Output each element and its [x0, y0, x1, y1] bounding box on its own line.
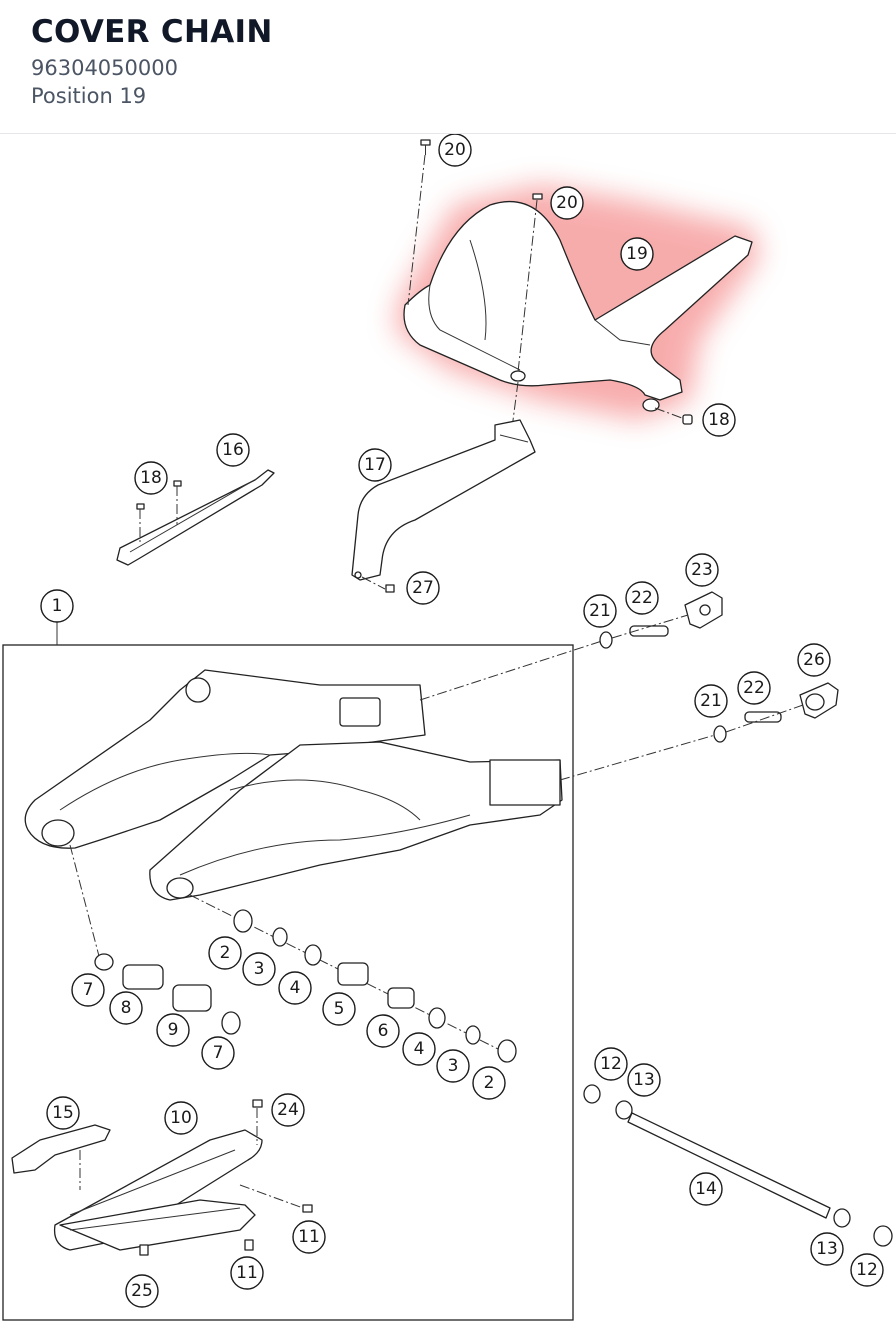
position-label: Position 19: [31, 84, 147, 108]
callout-20[interactable]: 20: [438, 134, 472, 167]
callout-label: 12: [600, 1054, 622, 1074]
part-number: 96304050000: [31, 56, 178, 80]
callout-label: 10: [170, 1108, 192, 1128]
callout-19[interactable]: 19: [620, 237, 654, 271]
callout-label: 6: [378, 1021, 389, 1041]
callout-label: 20: [556, 193, 578, 213]
callout-label: 13: [816, 1239, 838, 1259]
callout-4[interactable]: 4: [278, 971, 312, 1005]
callout-label: 24: [277, 1100, 299, 1120]
callout-26[interactable]: 26: [797, 643, 831, 677]
exploded-parts-diagram: 1223344567789101111121213131415161718181…: [2, 134, 893, 1321]
callout-4[interactable]: 4: [402, 1032, 436, 1066]
callout-25[interactable]: 25: [125, 1274, 159, 1308]
callout-2[interactable]: 2: [472, 1066, 506, 1100]
callout-label: 19: [626, 244, 648, 264]
callout-6[interactable]: 6: [366, 1014, 400, 1048]
callout-label: 4: [414, 1039, 425, 1059]
part-header: COVER CHAIN 96304050000 Position 19: [0, 0, 896, 134]
callout-24[interactable]: 24: [271, 1093, 305, 1127]
callout-22[interactable]: 22: [737, 671, 771, 705]
callout-18[interactable]: 18: [134, 461, 168, 495]
part-title: COVER CHAIN: [31, 14, 273, 50]
callout-label: 1: [52, 596, 63, 616]
callout-11[interactable]: 11: [230, 1256, 264, 1290]
callout-label: 4: [290, 978, 301, 998]
guard-rail-part: [116, 469, 275, 566]
bearing-parts: [94, 909, 517, 1063]
callout-label: 14: [695, 1179, 717, 1199]
screw-part: [420, 139, 543, 200]
callout-label: 18: [140, 468, 162, 488]
callout-16[interactable]: 16: [216, 433, 250, 467]
callout-label: 22: [631, 588, 653, 608]
bracket-part: [351, 419, 536, 581]
adjuster-parts: [599, 591, 839, 743]
chain-cover-part: [403, 200, 753, 412]
callout-12[interactable]: 12: [594, 1047, 628, 1081]
callout-label: 26: [803, 650, 825, 670]
callout-17[interactable]: 17: [358, 448, 392, 482]
callout-label: 22: [743, 678, 765, 698]
callout-3[interactable]: 3: [242, 952, 276, 986]
callout-label: 18: [708, 410, 730, 430]
callout-label: 3: [254, 959, 265, 979]
chain-slider-parts: [11, 1099, 313, 1256]
callout-10[interactable]: 10: [164, 1101, 198, 1135]
callout-label: 7: [83, 980, 94, 1000]
callout-label: 7: [213, 1043, 224, 1063]
screw-18-right: [654, 407, 693, 425]
callout-13[interactable]: 13: [810, 1232, 844, 1266]
callout-label: 27: [412, 578, 434, 598]
callout-label: 20: [444, 140, 466, 160]
callout-label: 16: [222, 440, 244, 460]
callout-23[interactable]: 23: [685, 553, 719, 587]
callout-27[interactable]: 27: [406, 571, 440, 605]
callout-21[interactable]: 21: [694, 684, 728, 718]
callout-label: 3: [448, 1056, 459, 1076]
callout-7[interactable]: 7: [201, 1036, 235, 1070]
axle-parts: [583, 1084, 893, 1247]
callout-22[interactable]: 22: [625, 581, 659, 615]
callout-13[interactable]: 13: [627, 1063, 661, 1097]
callout-label: 12: [856, 1260, 878, 1280]
swingarm-assembly-frame: [2, 644, 574, 1321]
callout-label: 5: [334, 999, 345, 1019]
swingarm-part: [24, 669, 563, 901]
callout-15[interactable]: 15: [46, 1096, 80, 1130]
callout-9[interactable]: 9: [156, 1013, 190, 1047]
callout-21[interactable]: 21: [583, 594, 617, 628]
callout-label: 25: [131, 1281, 153, 1301]
callout-8[interactable]: 8: [109, 991, 143, 1025]
callout-12[interactable]: 12: [850, 1253, 884, 1287]
callout-label: 17: [364, 455, 386, 475]
callout-label: 15: [52, 1103, 74, 1123]
callout-label: 8: [121, 998, 132, 1018]
callout-label: 2: [484, 1073, 495, 1093]
callout-2[interactable]: 2: [208, 936, 242, 970]
callout-5[interactable]: 5: [322, 992, 356, 1026]
callout-label: 21: [700, 691, 722, 711]
callout-label: 2: [220, 943, 231, 963]
callout-18[interactable]: 18: [702, 403, 736, 437]
callout-label: 9: [168, 1020, 179, 1040]
callout-label: 23: [691, 560, 713, 580]
callout-20[interactable]: 20: [550, 186, 584, 220]
callout-label: 11: [236, 1263, 258, 1283]
callout-1[interactable]: 1: [40, 589, 74, 623]
callout-14[interactable]: 14: [689, 1172, 723, 1206]
callout-label: 13: [633, 1070, 655, 1090]
callout-label: 11: [298, 1227, 320, 1247]
callout-7[interactable]: 7: [71, 973, 105, 1007]
callout-3[interactable]: 3: [436, 1049, 470, 1083]
callout-label: 21: [589, 601, 611, 621]
callout-11[interactable]: 11: [292, 1220, 326, 1254]
